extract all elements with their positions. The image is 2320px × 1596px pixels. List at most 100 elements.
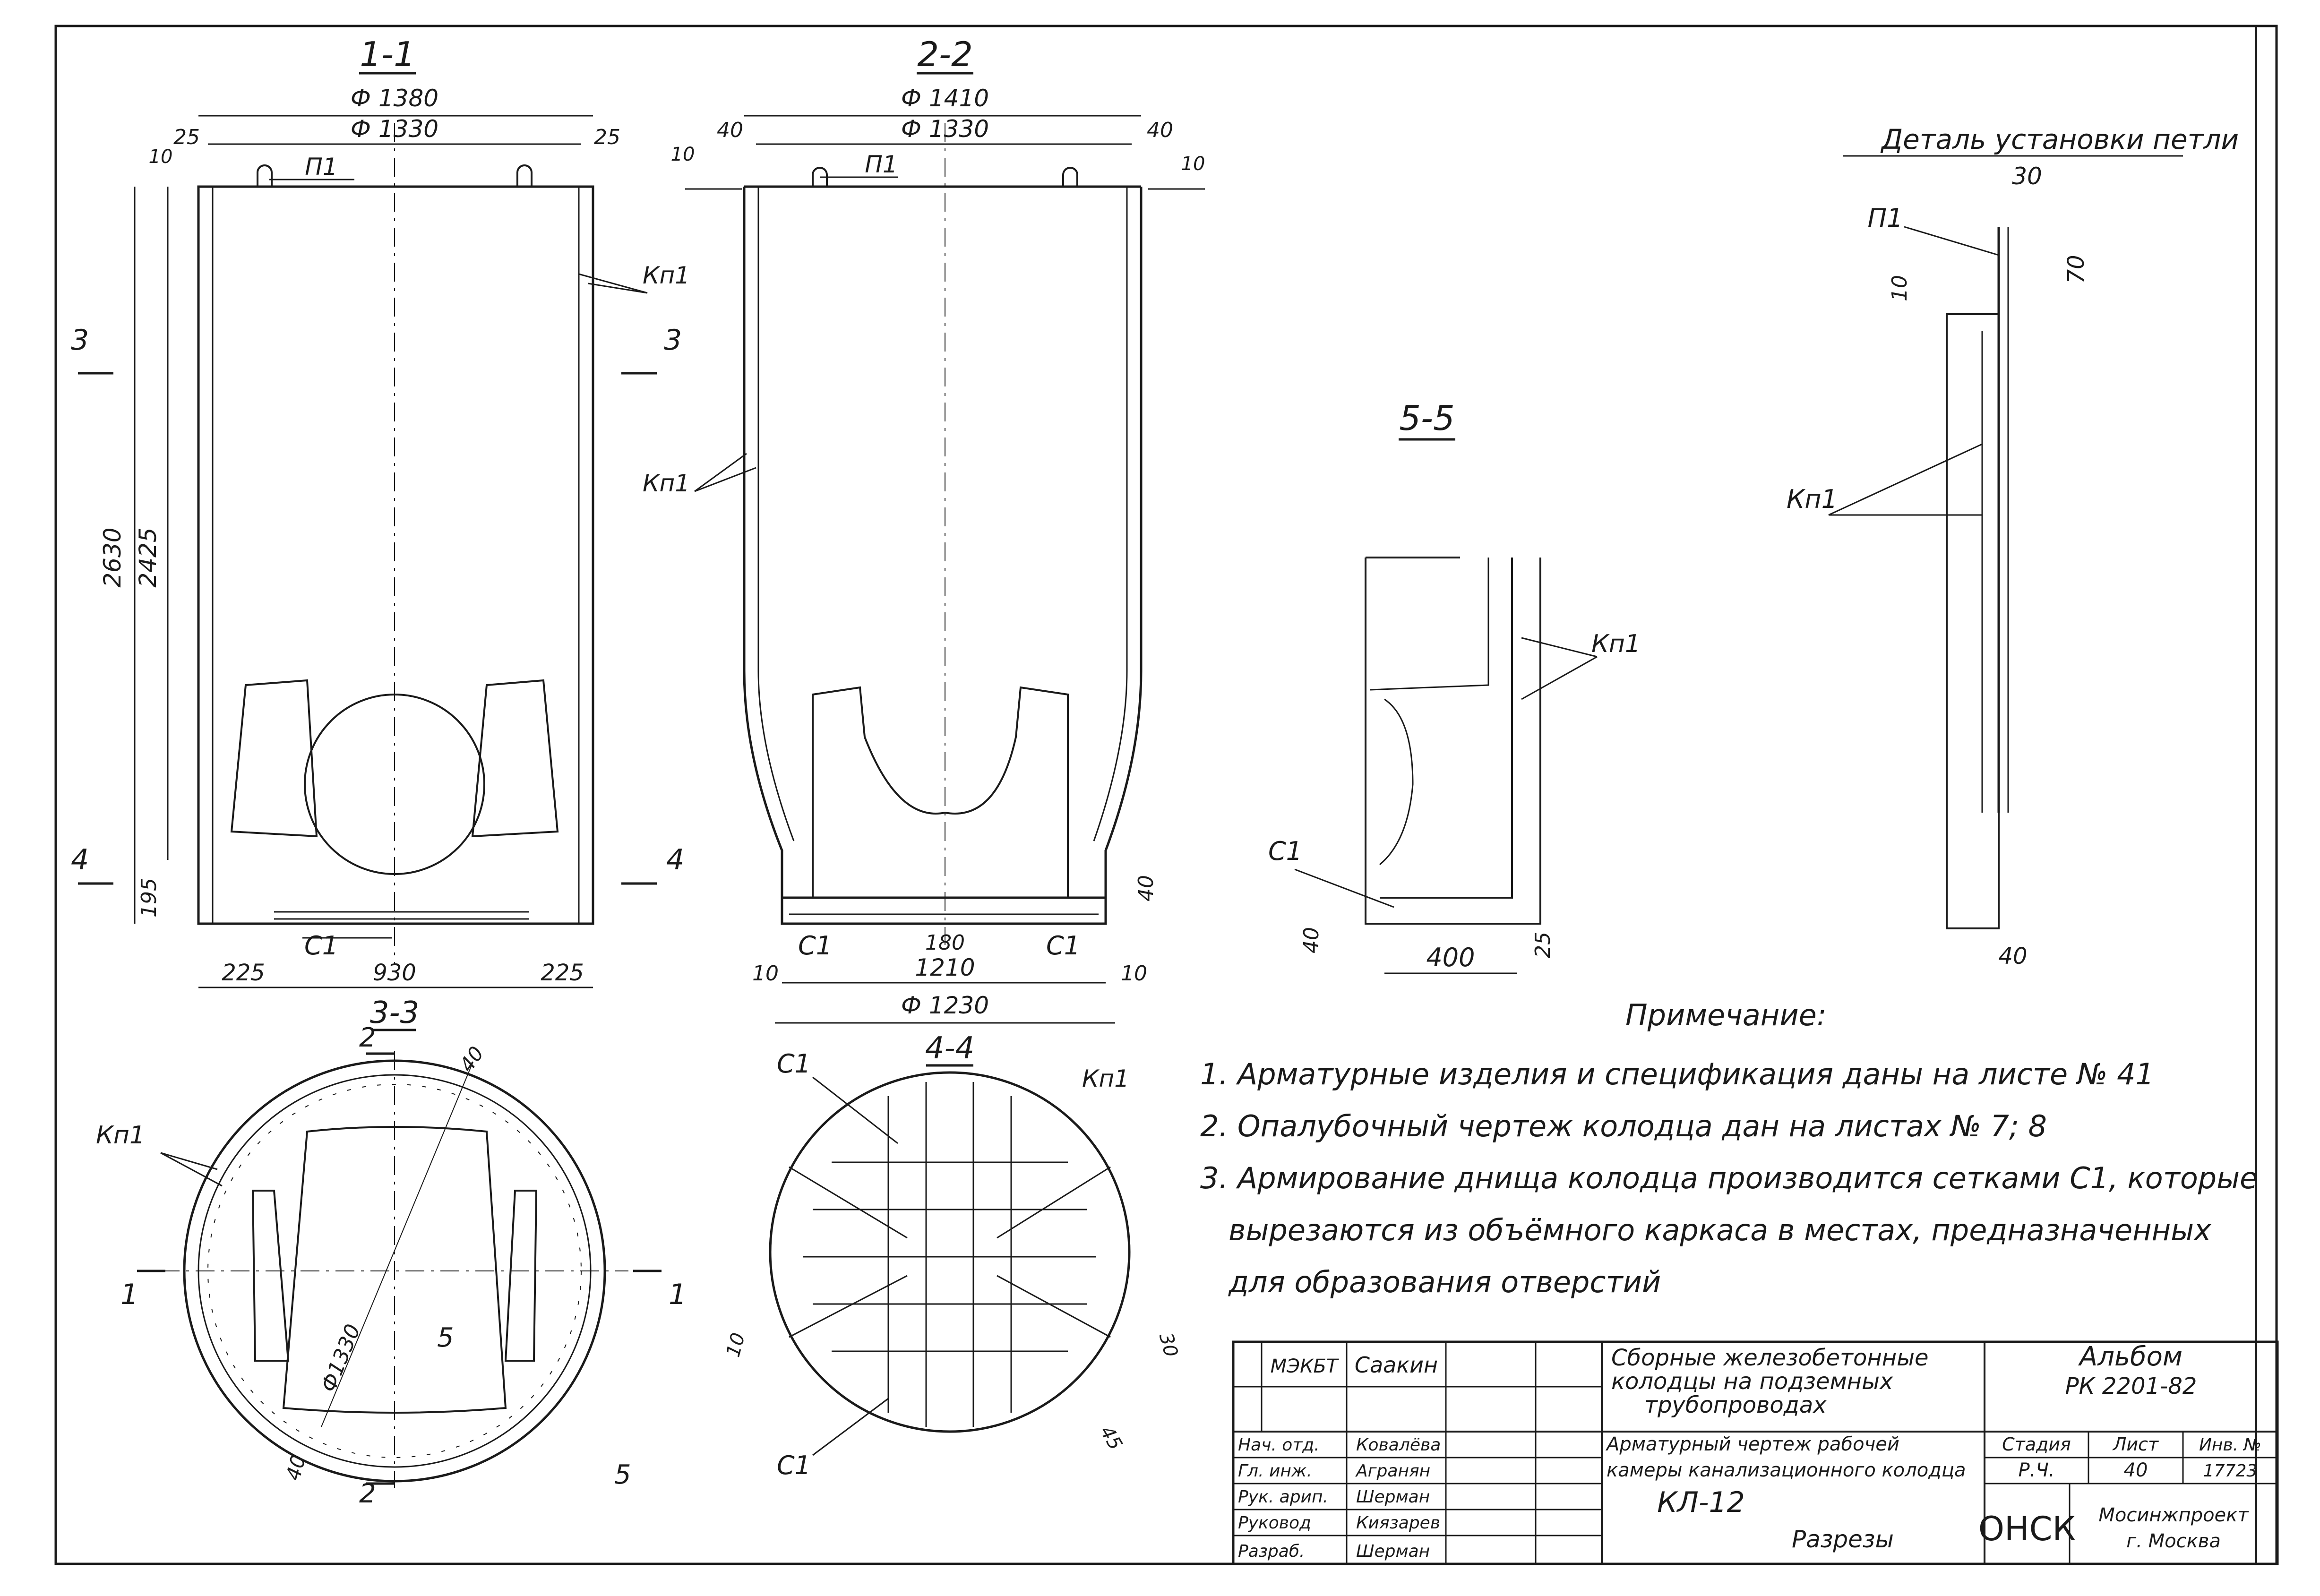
cut-4-right: 4 bbox=[666, 843, 684, 876]
dim-edge-right: 10 bbox=[1121, 961, 1147, 986]
dim-d1: 10 bbox=[722, 1330, 750, 1359]
bench bbox=[812, 686, 1069, 899]
note-3-end: для образования отверстий bbox=[1228, 1265, 1661, 1299]
base-slab bbox=[781, 896, 1107, 925]
section-5-5: 5-5 Кп1 С1 400 40 25 bbox=[1268, 398, 1641, 974]
pipe-opening bbox=[304, 694, 485, 875]
label-loop: П1 bbox=[865, 151, 897, 178]
dim-height-total: 2630 bbox=[99, 527, 126, 587]
dim-wall-left: 25 bbox=[173, 125, 200, 149]
dim-top-offset: 10 bbox=[149, 146, 173, 168]
stamp-h-stage: Стадия bbox=[2002, 1434, 2071, 1455]
label-mesh: С1 bbox=[1268, 836, 1302, 866]
opening-left bbox=[230, 679, 318, 838]
dim-d3: 45 bbox=[1096, 1422, 1126, 1454]
stamp-role-5: Разраб. bbox=[1238, 1542, 1305, 1561]
dim-bottom-right: 225 bbox=[541, 960, 584, 986]
dim-edge-left: 10 bbox=[752, 961, 779, 986]
label-rebar: Кп1 bbox=[1591, 630, 1641, 658]
label-mesh-top: С1 bbox=[777, 1049, 811, 1079]
stamp-role-3: Рук. арип. bbox=[1238, 1487, 1328, 1507]
stamp-person1: Саакин bbox=[1355, 1352, 1438, 1378]
section-2-2: 2-2 Ф 1410 Ф 1330 40 40 10 10 П1 Кп1 40 … bbox=[643, 34, 1205, 1024]
dim-base-inner: 1210 bbox=[915, 954, 975, 981]
section-title: 1-1 bbox=[360, 34, 415, 74]
dim-h2: 25 bbox=[1531, 932, 1555, 958]
note-1: 1. Арматурные изделия и спецификация дан… bbox=[1200, 1057, 2154, 1091]
label-rebar: Кп1 bbox=[1082, 1065, 1129, 1092]
dim-loop-offset: 10 bbox=[1888, 275, 1912, 301]
stamp-name-2: Агранян bbox=[1355, 1461, 1430, 1481]
label-rebar: Кп1 bbox=[643, 470, 690, 497]
stamp-desc-2: камеры канализационного колодца bbox=[1607, 1459, 1966, 1481]
dim-top-left: 10 bbox=[671, 144, 695, 165]
section-title: 4-4 bbox=[925, 1031, 975, 1066]
wall-slice bbox=[1946, 313, 2000, 929]
dim-bottom: 40 bbox=[1998, 943, 2027, 970]
loop-p1 bbox=[257, 164, 273, 187]
stamp-h-inv: Инв. № bbox=[2199, 1435, 2261, 1455]
section-1-1: 1-1 Ф 1380 Ф 1330 25 25 10 П1 Кп1 С1 3 bbox=[71, 34, 690, 988]
stamp-h-sheet: Лист bbox=[2112, 1434, 2159, 1455]
stamp-album-code: РК 2201-82 bbox=[2065, 1373, 2197, 1399]
loop-detail: Деталь установки петли 30 70 10 П1 Кп1 4… bbox=[1787, 123, 2239, 970]
dim-height-inner: 2425 bbox=[134, 527, 162, 587]
label-rebar: Кп1 bbox=[1787, 484, 1838, 514]
stamp-album: Альбом bbox=[2078, 1341, 2183, 1372]
title-block: МЭКБТ Саакин Сборные железобетонные коло… bbox=[1232, 1340, 2279, 1565]
dim-width: 400 bbox=[1426, 943, 1475, 972]
note-2: 2. Опалубочный чертеж колодца дан на лис… bbox=[1200, 1109, 2047, 1143]
dim-outer-diameter: Ф 1380 bbox=[351, 85, 438, 112]
stamp-role-4: Руковод bbox=[1238, 1513, 1311, 1533]
mesh-c1 bbox=[789, 1082, 1111, 1427]
section-4-4: 4-4 С1 С1 Кп1 10 30 45 bbox=[722, 1031, 1182, 1480]
dim-gap: 180 bbox=[925, 931, 965, 955]
label-mesh-bottom: С1 bbox=[777, 1450, 811, 1480]
dim-wall-left: 40 bbox=[717, 118, 743, 142]
label-rebar: Кп1 bbox=[643, 262, 690, 289]
notes-heading: Примечание: bbox=[1625, 998, 1827, 1032]
stamp-org-1: Мосинжпроект bbox=[2098, 1504, 2249, 1526]
stamp-code: КЛ-12 bbox=[1657, 1486, 1745, 1519]
stamp-org-row: МЭКБТ bbox=[1271, 1356, 1340, 1377]
loop-p1 bbox=[516, 164, 533, 187]
dim-outer-diameter: Ф 1410 bbox=[901, 85, 989, 112]
stamp-v-sheet: 40 bbox=[2124, 1459, 2148, 1481]
label-mesh-left: С1 bbox=[798, 931, 832, 961]
dim-loop-width: 30 bbox=[2012, 163, 2042, 190]
stamp-org-2: г. Москва bbox=[2126, 1530, 2221, 1552]
cut-5-center: 5 bbox=[437, 1322, 454, 1353]
stamp-v-stage: Р.Ч. bbox=[2019, 1459, 2055, 1481]
sheet-frame bbox=[54, 25, 2278, 1565]
cut-1-right: 1 bbox=[669, 1278, 687, 1311]
cut-1-left: 1 bbox=[120, 1278, 138, 1311]
dim-thickness-bottom: 40 bbox=[281, 1452, 310, 1483]
notes: Примечание: 1. Арматурные изделия и спец… bbox=[1200, 998, 2258, 1299]
bench-outline bbox=[282, 1126, 507, 1414]
dim-loop-height: 70 bbox=[2063, 255, 2089, 283]
label-loop: П1 bbox=[305, 153, 337, 180]
dim-wall-right: 40 bbox=[1147, 118, 1173, 142]
cut-2-top: 2 bbox=[359, 1022, 376, 1053]
stamp-title-2: колодцы на подземных bbox=[1611, 1368, 1893, 1395]
chamber-wall bbox=[197, 185, 594, 925]
section-title: 5-5 bbox=[1399, 398, 1455, 438]
label-mesh-right: С1 bbox=[1046, 931, 1080, 961]
dim-h1: 40 bbox=[1299, 927, 1323, 953]
section-title: 3-3 bbox=[370, 995, 420, 1030]
dim-top-right: 10 bbox=[1181, 153, 1205, 175]
cut-5-corner: 5 bbox=[614, 1459, 631, 1490]
label-mesh: С1 bbox=[304, 931, 338, 961]
section-title: 2-2 bbox=[917, 34, 973, 74]
base-circle bbox=[769, 1071, 1131, 1433]
dim-d2: 30 bbox=[1155, 1330, 1182, 1359]
cut-3-right: 3 bbox=[664, 324, 682, 357]
cut-3-left: 3 bbox=[71, 324, 89, 357]
note-3-cont: вырезаются из объёмного каркаса в местах… bbox=[1229, 1213, 2212, 1247]
stamp-title-3: трубопроводах bbox=[1644, 1392, 1827, 1418]
section-3-3: 3-3 2 2 1 1 5 5 Кп1 40 40 Ф1330 bbox=[96, 995, 687, 1509]
dim-diameter: Ф1330 bbox=[317, 1321, 365, 1396]
stamp-name-4: Киязарев bbox=[1356, 1513, 1440, 1533]
stamp-role-2: Гл. инж. bbox=[1238, 1461, 1312, 1481]
